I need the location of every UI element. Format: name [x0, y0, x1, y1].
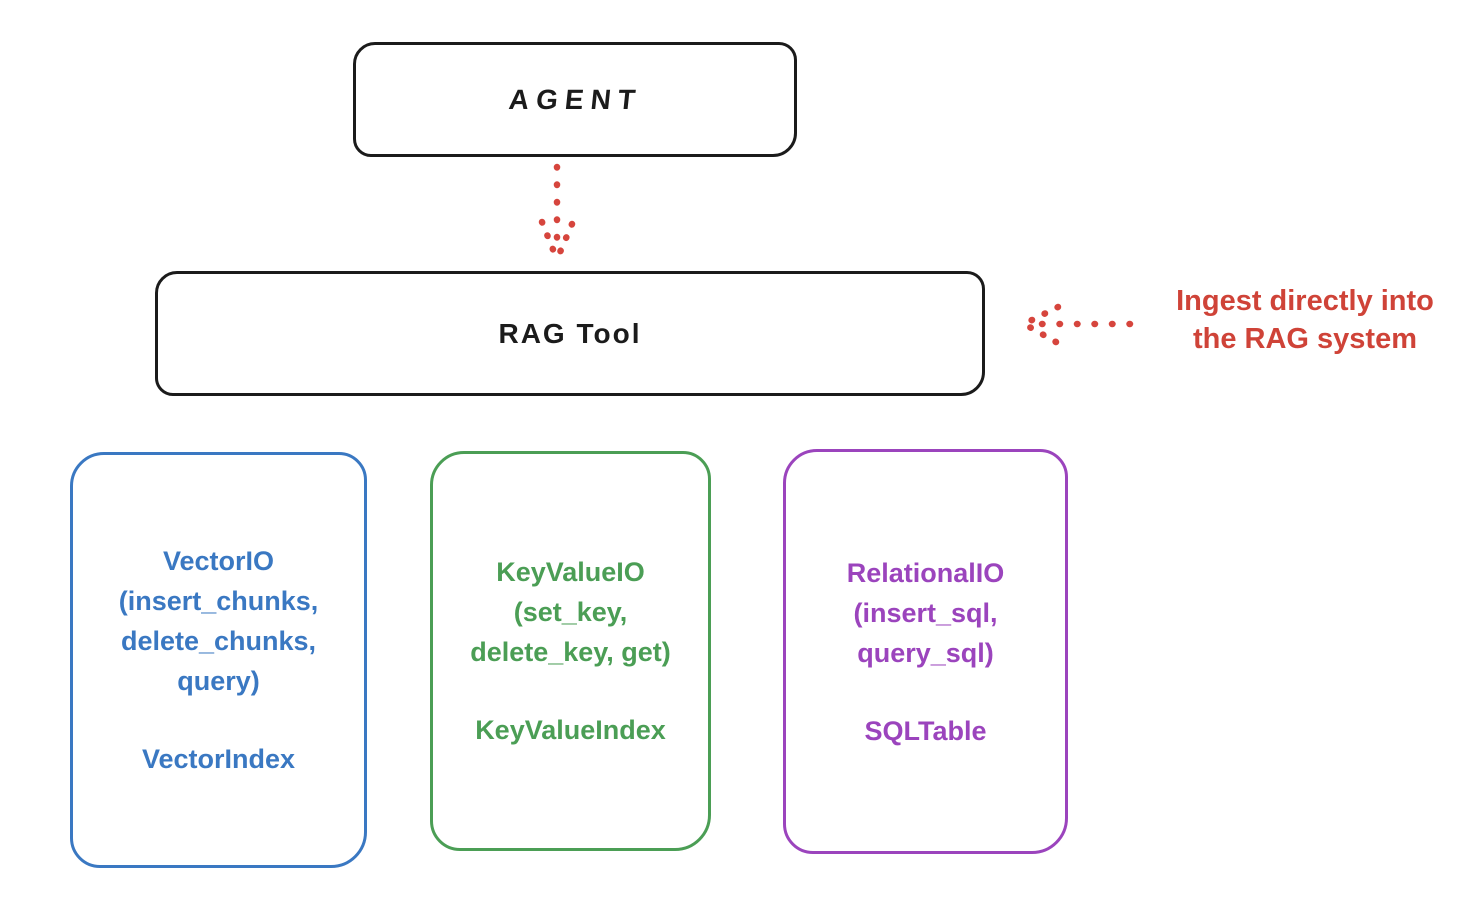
down-arrow-icon [538, 163, 576, 261]
vector-io-methods-line-1: (insert_chunks, [118, 586, 319, 616]
vector-io-title: VectorIO [162, 546, 275, 576]
rag-tool-node: RAG Tool [155, 271, 985, 396]
sql-table-label: SQLTable [864, 715, 987, 746]
relational-io-title: RelationalIO [846, 557, 1005, 588]
annotation-line-1: Ingest directly into [1176, 285, 1434, 317]
annotation-line-2: the RAG system [1192, 323, 1417, 355]
keyvalue-io-methods-line-2: delete_key, get) [470, 637, 671, 667]
relational-io-node: RelationalIO (insert_sql, query_sql) SQL… [783, 449, 1068, 854]
vector-io-methods-line-3: query) [177, 666, 260, 696]
vector-io-methods-line-2: delete_chunks, [120, 626, 317, 656]
keyvalue-index-label: KeyValueIndex [475, 715, 666, 745]
rag-tool-label: RAG Tool [498, 317, 642, 349]
keyvalue-io-title: KeyValueIO [496, 557, 645, 587]
relational-io-methods-line-1: (insert_sql, [853, 597, 998, 628]
left-arrow-icon [1022, 303, 1134, 346]
agent-node: AGENT [353, 42, 797, 157]
vector-io-node: VectorIO (insert_chunks, delete_chunks, … [70, 452, 367, 868]
vector-index-label: VectorIndex [141, 744, 296, 774]
relational-io-methods-line-2: query_sql) [857, 637, 994, 668]
keyvalue-io-methods-line-1: (set_key, [513, 597, 628, 627]
annotation-ingest: Ingest directly into the RAG system [1135, 282, 1475, 358]
agent-label: AGENT [506, 83, 644, 115]
keyvalue-io-node: KeyValueIO (set_key, delete_key, get) Ke… [430, 451, 711, 851]
